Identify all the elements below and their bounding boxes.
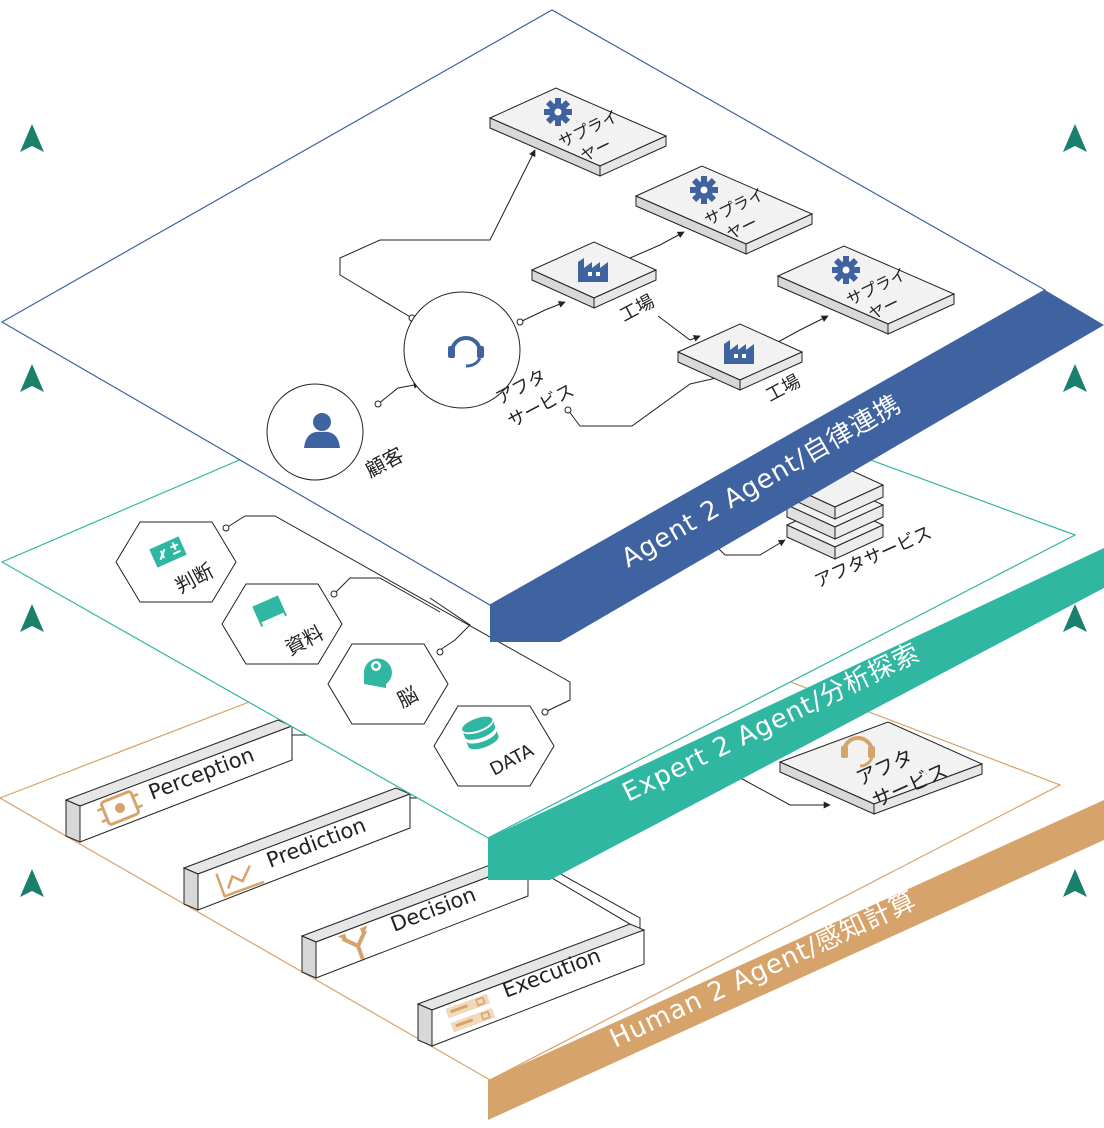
expert-band xyxy=(488,548,1104,880)
supplier-box-1: サプライ ヤー xyxy=(488,87,668,177)
book-icon xyxy=(252,595,287,627)
factory-box-2 xyxy=(676,323,804,391)
checklist-icon xyxy=(445,993,496,1033)
side-arrows-left xyxy=(20,124,44,1065)
judgment-node: 判断 xyxy=(115,521,237,603)
up-arrow-icon xyxy=(1063,604,1087,780)
up-arrow-icon xyxy=(20,364,44,540)
head-gear-icon xyxy=(363,658,392,688)
split-arrow-icon xyxy=(337,925,368,960)
execution-card: Execution xyxy=(416,923,646,1047)
service-node xyxy=(403,291,521,409)
human-service-box: アフタ サービス xyxy=(778,721,984,815)
calculator-icon xyxy=(149,536,187,568)
up-arrow-icon xyxy=(20,124,44,300)
agent-band xyxy=(490,290,1104,642)
up-arrow-icon xyxy=(1063,124,1087,300)
supplier-box-3: サプライ ヤー xyxy=(776,245,956,335)
decision-card: Decision xyxy=(300,855,530,979)
up-arrow-icon xyxy=(1063,869,1087,1065)
up-arrow-icon xyxy=(20,869,44,1065)
gear-icon xyxy=(690,176,718,204)
up-arrow-icon xyxy=(1063,364,1087,540)
factory-icon xyxy=(724,340,754,364)
agent-layer: Agent 2 Agent/自律連携 顧客 xyxy=(0,9,1104,642)
gear-icon xyxy=(544,98,572,126)
factory-box-1 xyxy=(530,241,658,309)
prediction-card: Prediction xyxy=(182,787,412,911)
up-arrow-icon xyxy=(20,604,44,780)
factory-icon xyxy=(578,258,608,282)
chip-eye-icon xyxy=(96,790,144,826)
headset-icon xyxy=(841,736,875,768)
headset-icon xyxy=(448,336,484,368)
side-arrows-right xyxy=(1063,124,1087,1065)
supplier-box-2: サプライ ヤー xyxy=(634,165,814,255)
customer-node xyxy=(266,383,364,481)
chart-icon xyxy=(215,865,265,898)
human-band xyxy=(488,800,1104,1120)
database-icon xyxy=(462,716,499,750)
data-node: DATA xyxy=(433,705,555,787)
document-node: 資料 xyxy=(221,583,343,665)
user-icon xyxy=(304,413,340,448)
brain-node: 脳 xyxy=(327,643,449,725)
gear-icon xyxy=(832,256,860,284)
